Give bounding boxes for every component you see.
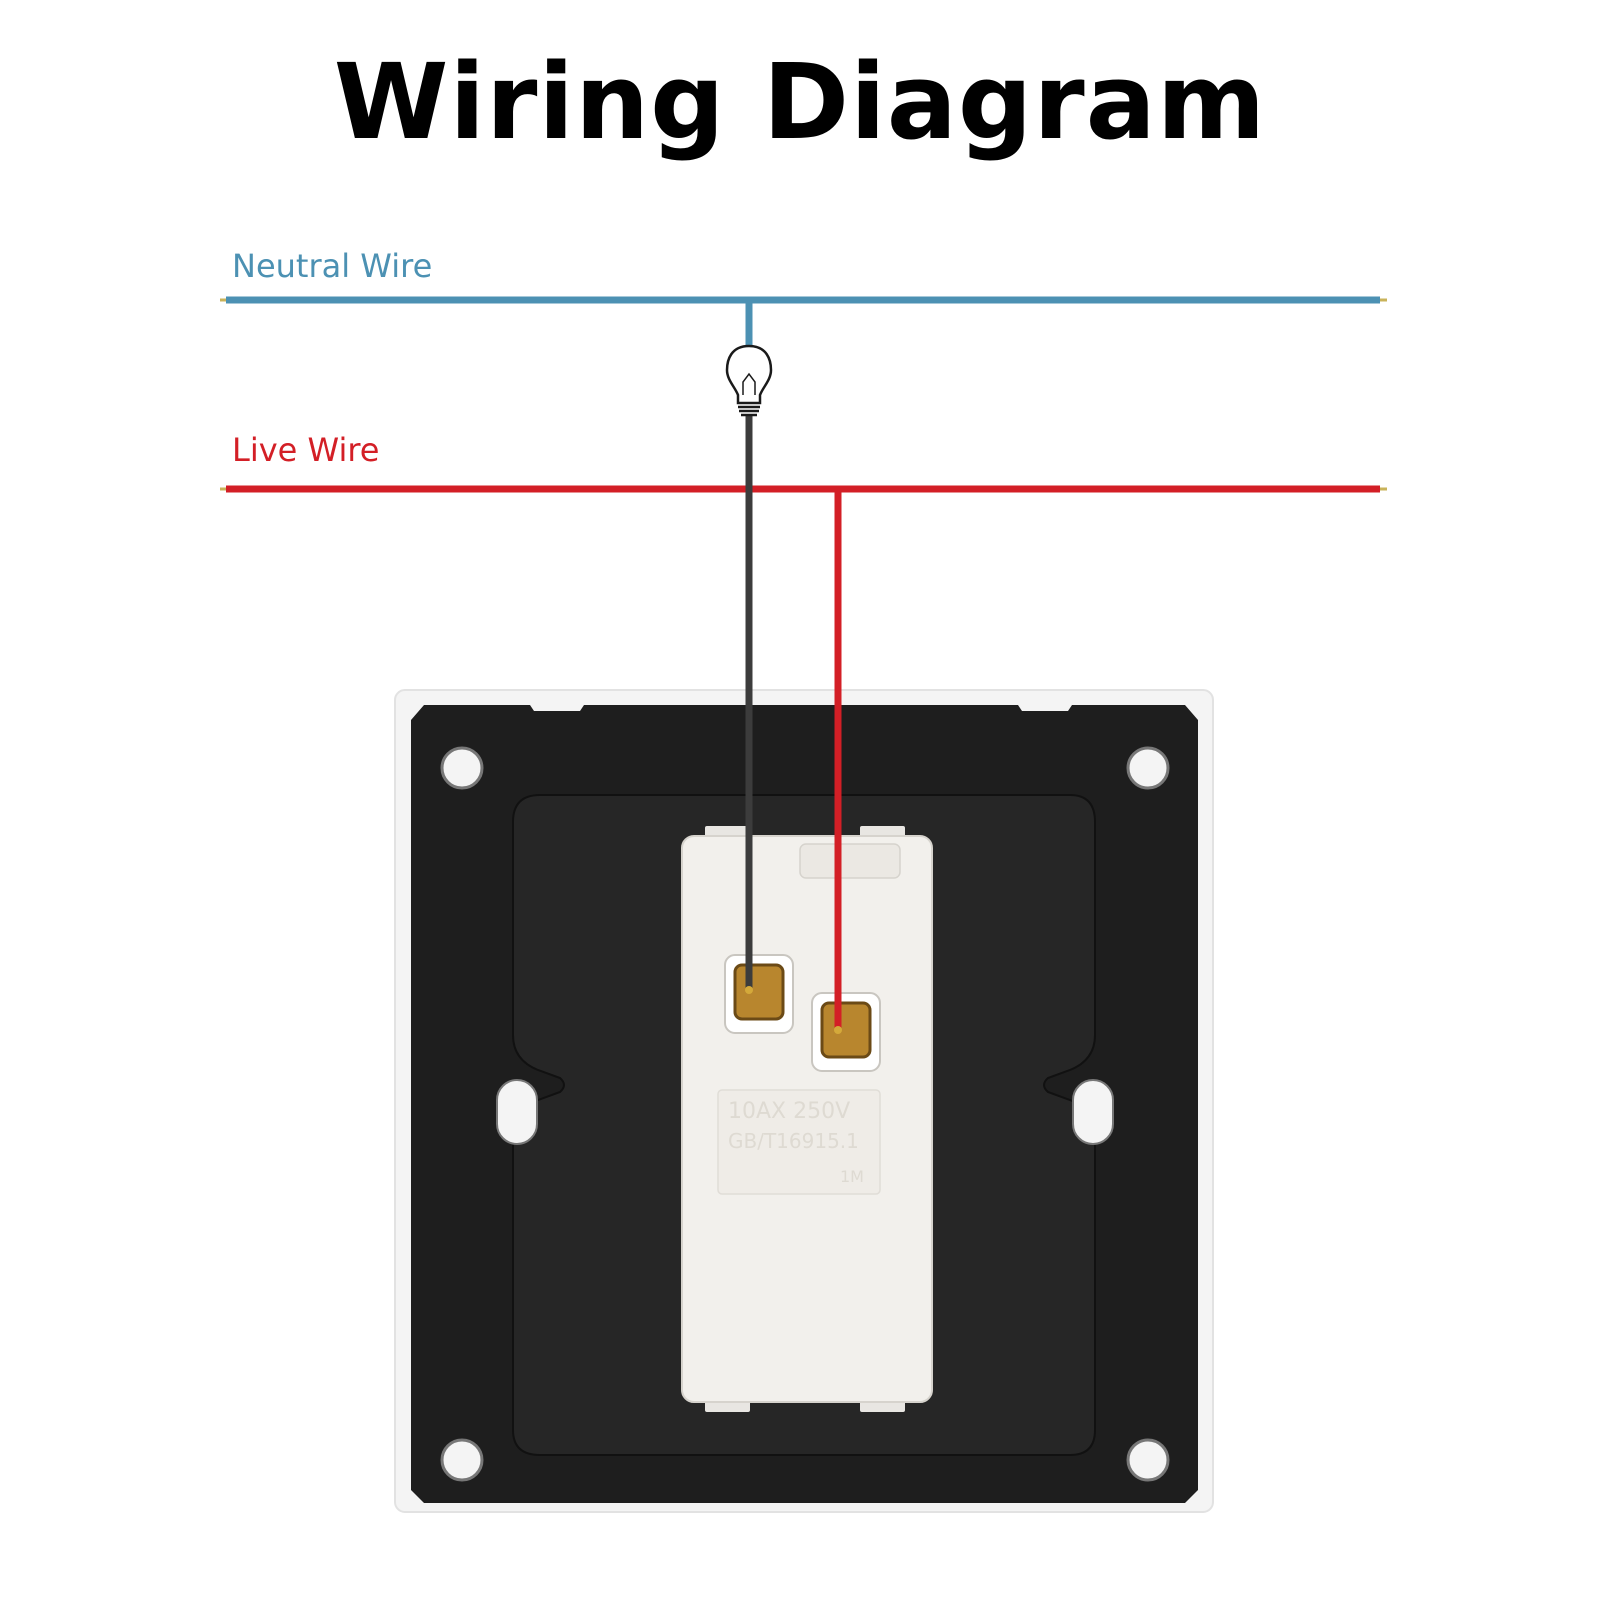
terminal-lamp-screw bbox=[733, 963, 785, 1021]
neutral-wire-label: Neutral Wire bbox=[232, 247, 433, 285]
certification-mark: 1M bbox=[840, 1167, 864, 1186]
mounting-slot-right bbox=[1072, 1079, 1114, 1145]
screw-hole-top-right bbox=[1126, 746, 1170, 790]
rating-marking: 10AX 250V bbox=[728, 1099, 850, 1124]
screw-hole-bottom-left bbox=[440, 1438, 484, 1482]
live-drop-end bbox=[834, 1026, 842, 1034]
switch-back-view: 10AX 250V GB/T16915.1 1M bbox=[394, 689, 1214, 1513]
mounting-slot-left bbox=[496, 1079, 538, 1145]
lamp-lead-end bbox=[745, 986, 753, 994]
wires bbox=[220, 296, 1387, 1034]
live-wire-label: Live Wire bbox=[232, 431, 380, 469]
standard-marking: GB/T16915.1 bbox=[728, 1129, 859, 1153]
module-top-block bbox=[799, 843, 901, 879]
page-title: Wiring Diagram bbox=[333, 41, 1267, 163]
screw-hole-bottom-right bbox=[1126, 1438, 1170, 1482]
markings-panel bbox=[717, 1089, 881, 1195]
screw-hole-top-left bbox=[440, 746, 484, 790]
terminal-live-screw bbox=[820, 1001, 872, 1059]
light-bulb-icon bbox=[725, 344, 773, 417]
